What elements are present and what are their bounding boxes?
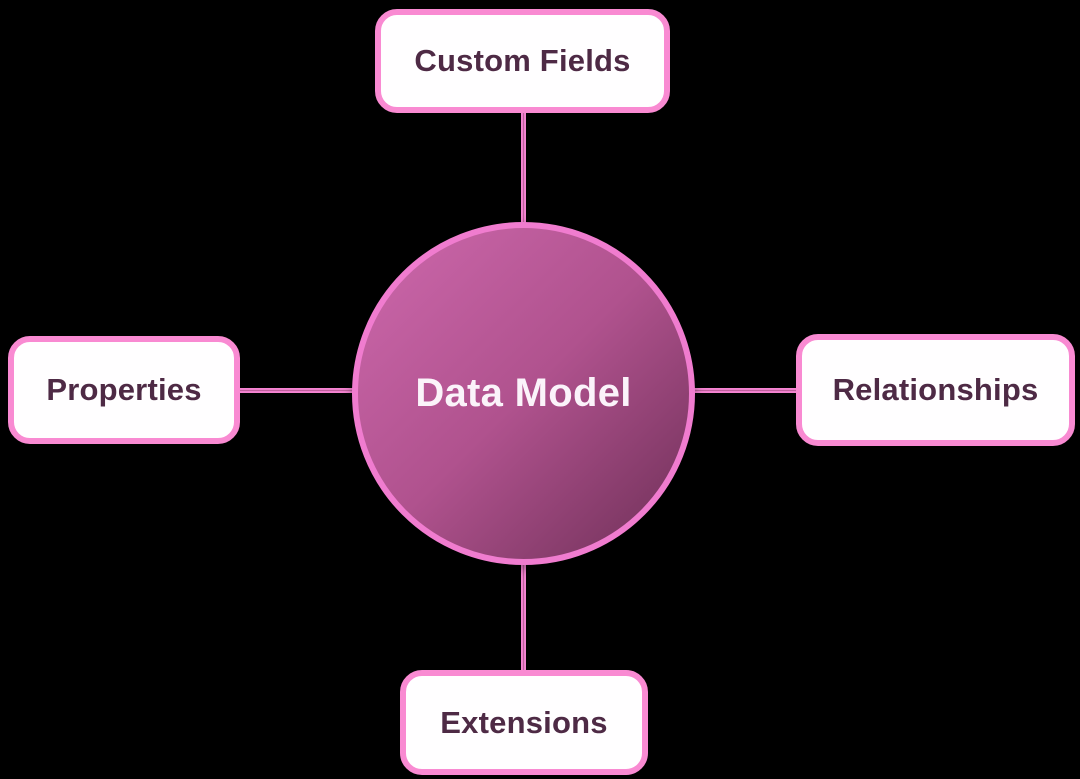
node-data-model-label: Data Model — [415, 371, 632, 415]
node-data-model-circle: Data Model — [352, 222, 695, 565]
node-extensions: Extensions — [400, 670, 648, 775]
connector-center-to-extensions — [521, 556, 526, 672]
node-custom-fields-label: Custom Fields — [414, 43, 631, 78]
node-properties-label: Properties — [46, 372, 202, 407]
connector-center-to-relationships — [692, 388, 798, 393]
node-relationships-label: Relationships — [832, 372, 1039, 407]
connector-center-to-custom-fields — [521, 111, 526, 225]
node-extensions-label: Extensions — [440, 704, 608, 740]
node-properties: Properties — [8, 336, 240, 444]
node-custom-fields: Custom Fields — [375, 9, 670, 113]
connector-center-to-properties — [238, 388, 355, 393]
node-relationships: Relationships — [796, 334, 1075, 446]
